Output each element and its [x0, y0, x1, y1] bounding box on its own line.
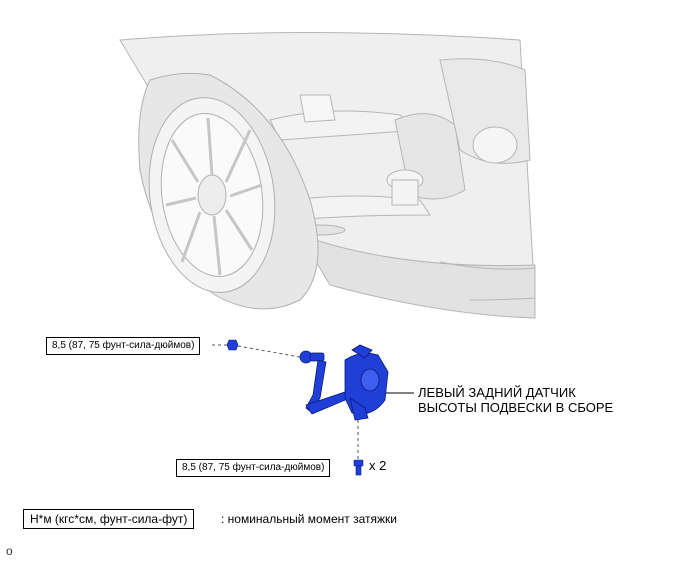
legend-description: : номинальный момент затяжки: [221, 512, 397, 526]
torque-callout-bolt: 8,5 (87, 75 фунт-сила-дюймов): [176, 459, 331, 477]
nut-icon: [226, 339, 239, 351]
part-label-line1: ЛЕВЫЙ ЗАДНИЙ ДАТЧИК: [418, 385, 576, 400]
part-label-line2: ВЫСОТЫ ПОДВЕСКИ В СБОРЕ: [418, 400, 614, 415]
figure-mark: o: [6, 544, 13, 558]
bolt-icon: [353, 459, 364, 476]
part-label: ЛЕВЫЙ ЗАДНИЙ ДАТЧИК ВЫСОТЫ ПОДВЕСКИ В СБ…: [418, 385, 613, 415]
bolt-quantity: x 2: [369, 458, 387, 473]
torque-callout-nut: 8,5 (87, 75 фунт-сила-дюймов): [46, 337, 201, 355]
wheel-icon: [138, 72, 319, 310]
height-sensor-icon: [299, 344, 389, 421]
legend-unit-box: Н*м (кгс*см, фунт-сила-фут): [23, 509, 195, 529]
